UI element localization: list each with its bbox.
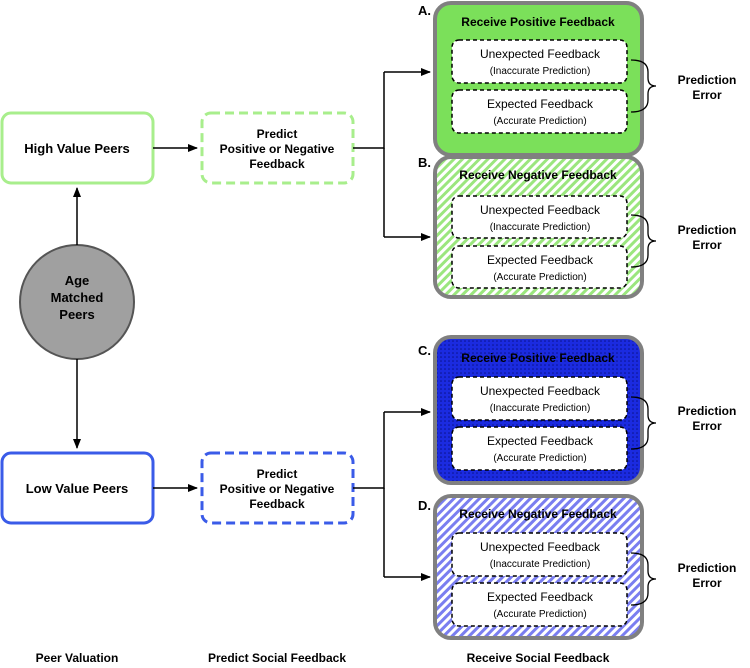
prediction-error-b-line2: Error [692,238,722,252]
panel-b-unexpected-box [451,195,628,239]
prediction-error-a-line1: Prediction [678,73,737,87]
panel-a-title: Receive Positive Feedback [461,15,615,29]
predict-low-node: Predict Positive or Negative Feedback [200,451,355,525]
panel-b-letter: B. [418,155,431,170]
predict-low-line2: Positive or Negative [220,482,335,496]
panel-c-expected-sub: (Accurate Prediction) [493,453,586,464]
prediction-error-d-line1: Prediction [678,561,737,575]
panel-a-unexpected-box [451,39,628,84]
prediction-error-a-line2: Error [692,88,722,102]
panel-d-unexpected: Unexpected Feedback [480,540,601,554]
high-value-peers-node: High Value Peers [0,111,155,185]
panel-b-title: Receive Negative Feedback [459,168,617,182]
panel-b-unexpected: Unexpected Feedback [480,203,601,217]
panel-a-unexpected-sub: (Inaccurate Prediction) [490,66,591,77]
panel-d-letter: D. [418,498,431,513]
panel-a: A. Receive Positive Feedback Unexpected … [418,1,644,157]
branch-high [353,68,431,241]
panel-a-letter: A. [418,3,431,18]
panel-d: D. Receive Negative Feedback Unexpected … [418,494,644,640]
prediction-error-c-line2: Error [692,419,722,433]
panel-d-expected: Expected Feedback [487,590,594,604]
panel-c: C. Receive Positive Feedback Unexpected … [418,335,644,485]
predict-high-line3: Feedback [249,157,305,171]
panel-b-expected: Expected Feedback [487,253,594,267]
panel-d-expected-box [451,582,628,627]
panel-c-letter: C. [418,343,431,358]
predict-high-line2: Positive or Negative [220,142,335,156]
brace-b [630,214,657,268]
high-value-peers-label: High Value Peers [24,141,130,156]
panel-a-expected-sub: (Accurate Prediction) [493,116,586,127]
low-value-peers-label: Low Value Peers [26,481,129,496]
brace-a [630,59,657,113]
source-label-2: Matched [51,290,104,305]
panel-d-unexpected-sub: (Inaccurate Prediction) [490,559,591,570]
panel-a-expected-box [451,89,628,134]
predict-low-line3: Feedback [249,497,305,511]
predict-high-node: Predict Positive or Negative Feedback [200,111,355,185]
panel-c-unexpected-box [451,376,628,421]
panel-d-expected-sub: (Accurate Prediction) [493,609,586,620]
panel-b-expected-box [451,245,628,289]
panel-d-unexpected-box [451,532,628,577]
panel-c-unexpected: Unexpected Feedback [480,384,601,398]
column-label-receive: Receive Social Feedback [467,651,610,665]
brace-d [630,552,657,606]
panel-d-title: Receive Negative Feedback [459,507,617,521]
column-label-peer-valuation: Peer Valuation [36,651,119,665]
panel-c-expected: Expected Feedback [487,434,594,448]
low-value-peers-node: Low Value Peers [0,451,155,525]
panel-a-expected: Expected Feedback [487,97,594,111]
panel-b-unexpected-sub: (Inaccurate Prediction) [490,222,591,233]
source-label-1: Age [65,273,90,288]
branch-low [353,408,431,581]
panel-c-title: Receive Positive Feedback [461,351,615,365]
prediction-error-b-line1: Prediction [678,223,737,237]
panel-b-expected-sub: (Accurate Prediction) [493,272,586,283]
column-label-predict: Predict Social Feedback [208,651,346,665]
age-matched-peers-node: Age Matched Peers [19,244,135,360]
panel-a-unexpected: Unexpected Feedback [480,47,601,61]
source-label-3: Peers [59,307,94,322]
predict-low-line1: Predict [257,467,298,481]
panel-c-expected-box [451,426,628,471]
predict-high-line1: Predict [257,127,298,141]
panel-b: B. Receive Negative Feedback Unexpected … [418,155,644,299]
brace-c [630,396,657,450]
prediction-error-d-line2: Error [692,576,722,590]
prediction-error-c-line1: Prediction [678,404,737,418]
panel-c-unexpected-sub: (Inaccurate Prediction) [490,403,591,414]
